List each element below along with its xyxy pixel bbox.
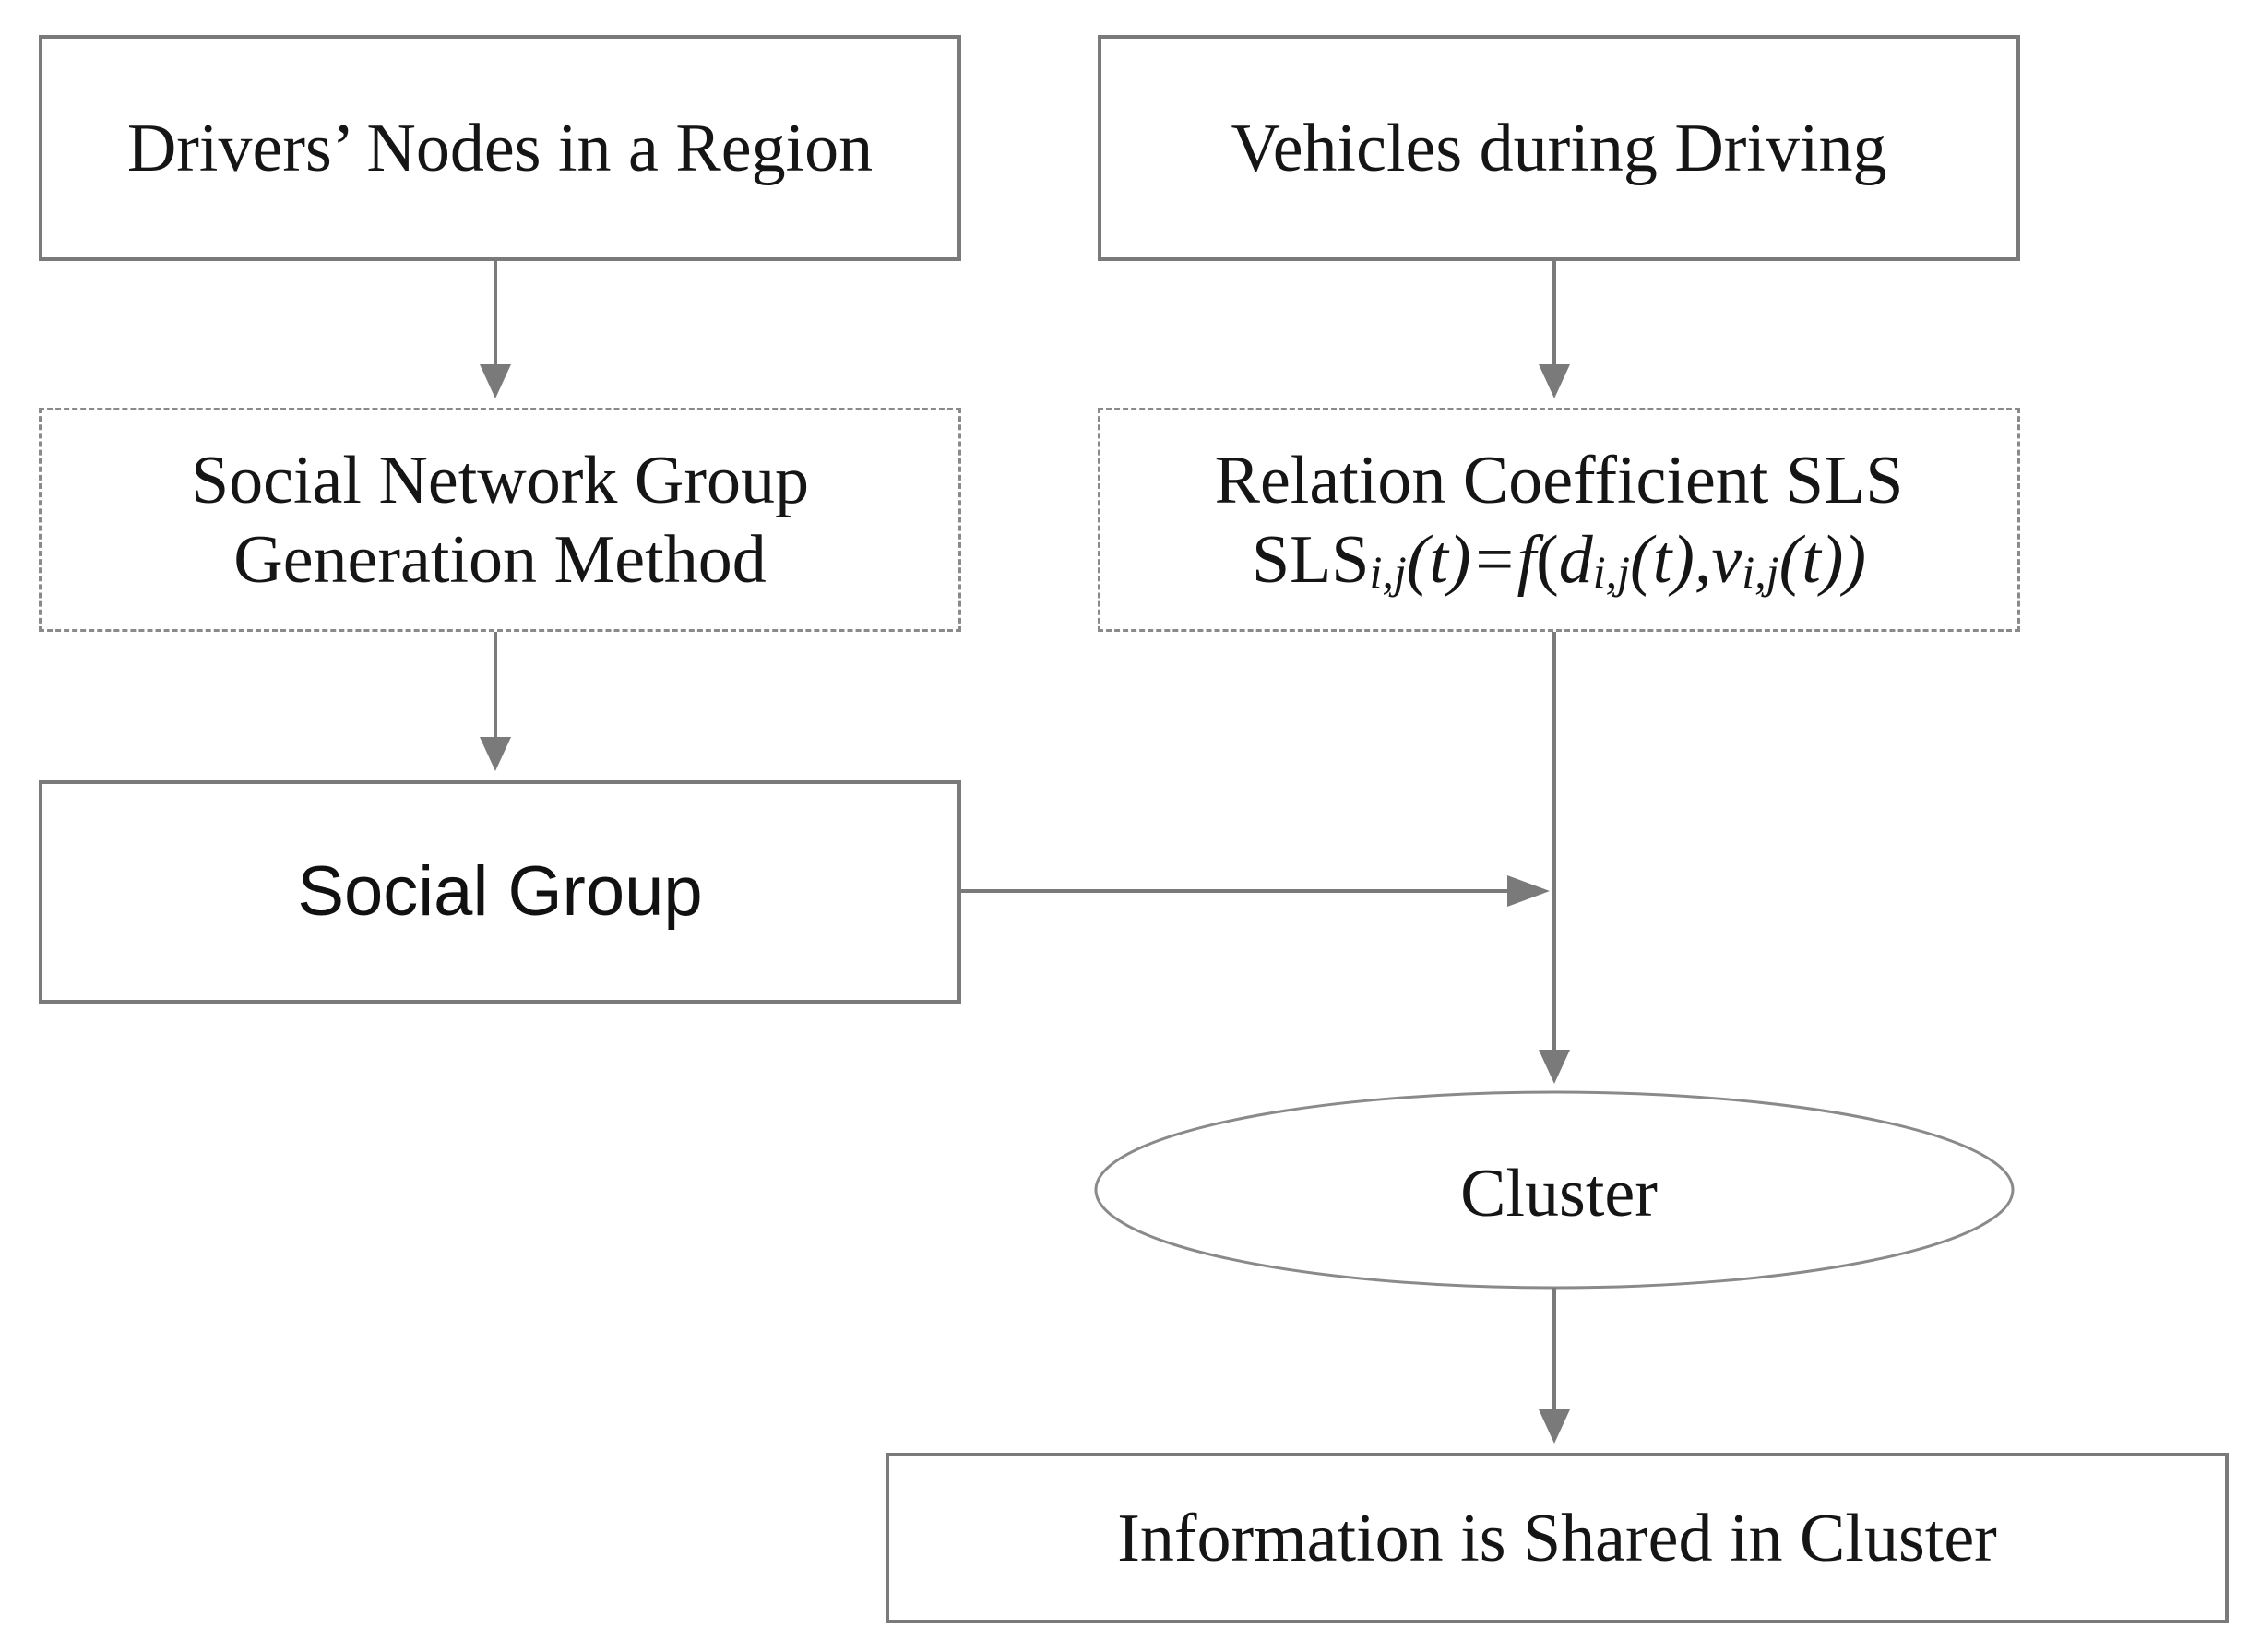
- formula-sub-ij-2: i,j: [1592, 545, 1631, 598]
- formula-open: (: [1536, 521, 1559, 598]
- social-method-label-line1: Social Network Group: [191, 442, 809, 518]
- formula-d: d: [1558, 521, 1593, 598]
- arrow-method-to-social-group: [480, 632, 511, 771]
- formula-t3: (t)): [1778, 521, 1867, 598]
- arrow-social-group-to-cluster-line: [961, 875, 1550, 907]
- drivers-nodes-box: Drivers’ Nodes in a Region: [39, 35, 961, 261]
- formula-sls: SLS: [1251, 521, 1370, 598]
- formula-v: v: [1711, 521, 1742, 598]
- formula-t1: (t)=: [1406, 521, 1517, 598]
- cluster-label: Cluster: [1460, 1156, 1658, 1231]
- formula-f: f: [1517, 521, 1537, 598]
- arrow-relation-to-cluster: [1539, 632, 1570, 1084]
- information-shared-box: Information is Shared in Cluster: [886, 1453, 2229, 1623]
- social-group-box: Social Group: [39, 780, 961, 1004]
- arrow-vehicles-to-relation: [1539, 261, 1570, 398]
- relation-label-line1: Relation Coefficient SLS: [1214, 442, 1904, 518]
- drivers-nodes-label: Drivers’ Nodes in a Region: [126, 110, 874, 186]
- information-shared-label: Information is Shared in Cluster: [1117, 1500, 1997, 1576]
- arrow-cluster-to-info: [1539, 1288, 1570, 1444]
- formula-sub-ij: i,j: [1369, 545, 1407, 598]
- formula-sub-ij-3: i,j: [1742, 545, 1779, 598]
- social-network-method-box: Social Network Group Generation Method: [39, 408, 961, 632]
- vehicles-box: Vehicles during Driving: [1098, 35, 2020, 261]
- relation-formula: SLSi,j(t)=f(di,j(t),vi,j(t)): [1252, 520, 1866, 600]
- social-method-label-line2: Generation Method: [233, 521, 767, 598]
- relation-coefficient-box: Relation Coefficient SLS SLSi,j(t)=f(di,…: [1098, 408, 2020, 632]
- vehicles-label: Vehicles during Driving: [1231, 110, 1887, 186]
- formula-t2: (t),: [1630, 521, 1712, 598]
- social-group-label: Social Group: [297, 852, 703, 931]
- arrow-drivers-to-method: [480, 261, 511, 398]
- cluster-node: Cluster: [1098, 1096, 2020, 1291]
